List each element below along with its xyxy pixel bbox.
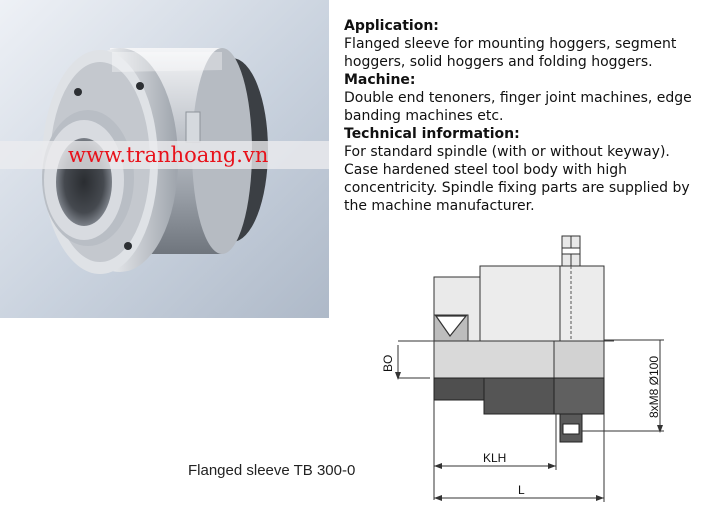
- section-heading: Application:: [344, 18, 439, 34]
- section-machine: Machine: Double end tenoners, finger joi…: [344, 71, 704, 125]
- l-label: L: [518, 483, 525, 497]
- hole-pattern-label: 8xM8 Ø100: [647, 356, 661, 418]
- section-heading: Machine:: [344, 72, 416, 88]
- section-heading: Technical information:: [344, 126, 520, 142]
- watermark-text: www.tranhoang.vn: [68, 143, 269, 167]
- bo-dimension: BO: [381, 340, 430, 380]
- watermark-band: [0, 141, 329, 169]
- section-text: For standard spindle (with or without ke…: [344, 144, 690, 214]
- section-technical-information: Technical information: For standard spin…: [344, 125, 704, 215]
- product-description: Application: Flanged sleeve for mounting…: [344, 17, 704, 215]
- hole-dimension: 8xM8 Ø100: [582, 339, 664, 433]
- section-text: Flanged sleeve for mounting hoggers, seg…: [344, 36, 677, 70]
- drawing-lower-half: [433, 340, 605, 443]
- klh-dimension: KLH: [433, 400, 557, 500]
- drawing-upper-half: [433, 235, 605, 342]
- section-application: Application: Flanged sleeve for mounting…: [344, 17, 704, 71]
- klh-label: KLH: [483, 451, 506, 465]
- product-caption: Flanged sleeve TB 300-0: [188, 462, 356, 479]
- section-text: Double end tenoners, finger joint machin…: [344, 90, 692, 124]
- bo-label: BO: [381, 355, 395, 372]
- l-dimension: L: [434, 414, 605, 502]
